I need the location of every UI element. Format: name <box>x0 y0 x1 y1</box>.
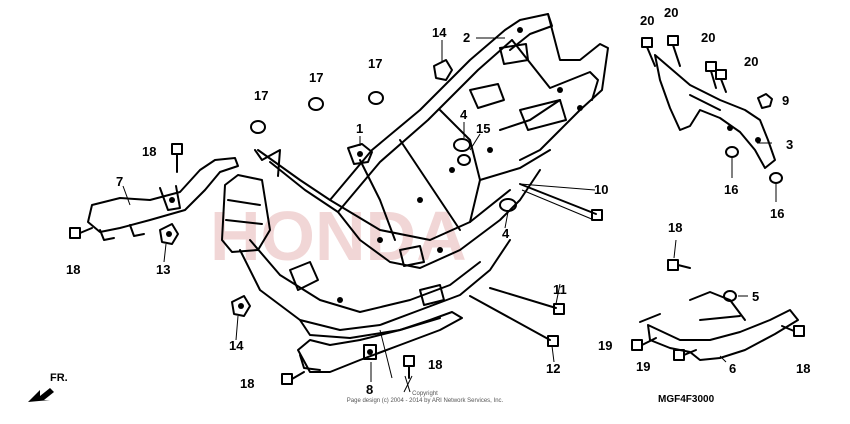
callout-18-c: 18 <box>240 376 254 391</box>
callout-19-b: 19 <box>636 359 650 374</box>
callout-labels: 20 20 20 20 9 3 16 16 2 14 17 17 17 1 4 … <box>66 5 810 397</box>
lower-stand-bracket <box>297 311 463 373</box>
copyright-line-2: Page design (c) 2004 - 2014 by ARI Netwo… <box>346 398 504 404</box>
main-frame <box>221 13 609 339</box>
callout-2: 2 <box>463 30 470 45</box>
clamp-14-upper <box>433 59 453 81</box>
copyright-notice: Copyright Page design (c) 2004 - 2014 by… <box>300 391 550 405</box>
callout-18-b: 18 <box>66 262 80 277</box>
callout-20-a: 20 <box>640 13 654 28</box>
callout-7: 7 <box>116 174 123 189</box>
bolts-left <box>69 143 415 385</box>
collars <box>453 138 517 212</box>
callout-12: 12 <box>546 361 560 376</box>
callout-17-b: 17 <box>368 56 382 71</box>
callout-9: 9 <box>782 93 789 108</box>
callout-18-a: 18 <box>142 144 156 159</box>
leader-lines <box>122 37 777 393</box>
callout-17-c: 17 <box>254 88 268 103</box>
nut-9 <box>757 93 773 109</box>
callout-11: 11 <box>553 282 567 297</box>
callout-5: 5 <box>752 289 759 304</box>
callout-20-b: 20 <box>664 5 678 20</box>
callout-3: 3 <box>786 137 793 152</box>
clamp-14-lower <box>231 295 251 317</box>
bolts-right <box>631 259 805 361</box>
callout-20-d: 20 <box>744 54 758 69</box>
bolts-20 <box>641 35 727 93</box>
front-bracket <box>87 157 239 241</box>
callout-14-lower: 14 <box>229 338 244 353</box>
copyright-line-1: Copyright <box>412 391 438 397</box>
stand-bracket-6 <box>639 290 799 361</box>
callout-20-c: 20 <box>701 30 715 45</box>
callout-18-d: 18 <box>428 357 442 372</box>
rear-bracket-3 <box>654 54 783 184</box>
front-direction-arrow <box>28 388 54 402</box>
callout-18-e: 18 <box>796 361 810 376</box>
callout-18-f: 18 <box>668 220 682 235</box>
callout-4-lower: 4 <box>502 226 510 241</box>
callout-6: 6 <box>729 361 736 376</box>
callout-16-b: 16 <box>770 206 784 221</box>
callout-8: 8 <box>366 382 373 397</box>
front-direction-label: FR. <box>50 372 68 384</box>
diagram-code: MGF4F3000 <box>658 394 715 405</box>
rubber-mounts-17 <box>250 91 384 134</box>
callout-15: 15 <box>476 121 490 136</box>
callout-13: 13 <box>156 262 170 277</box>
callout-16-a: 16 <box>724 182 738 197</box>
callout-10: 10 <box>594 182 608 197</box>
callout-4-upper: 4 <box>460 107 468 122</box>
callout-1: 1 <box>356 121 363 136</box>
long-bolts <box>469 183 603 347</box>
callout-17-a: 17 <box>309 70 323 85</box>
clamp-13 <box>159 223 179 245</box>
callout-19-a: 19 <box>598 338 612 353</box>
callout-14-upper: 14 <box>432 25 447 40</box>
